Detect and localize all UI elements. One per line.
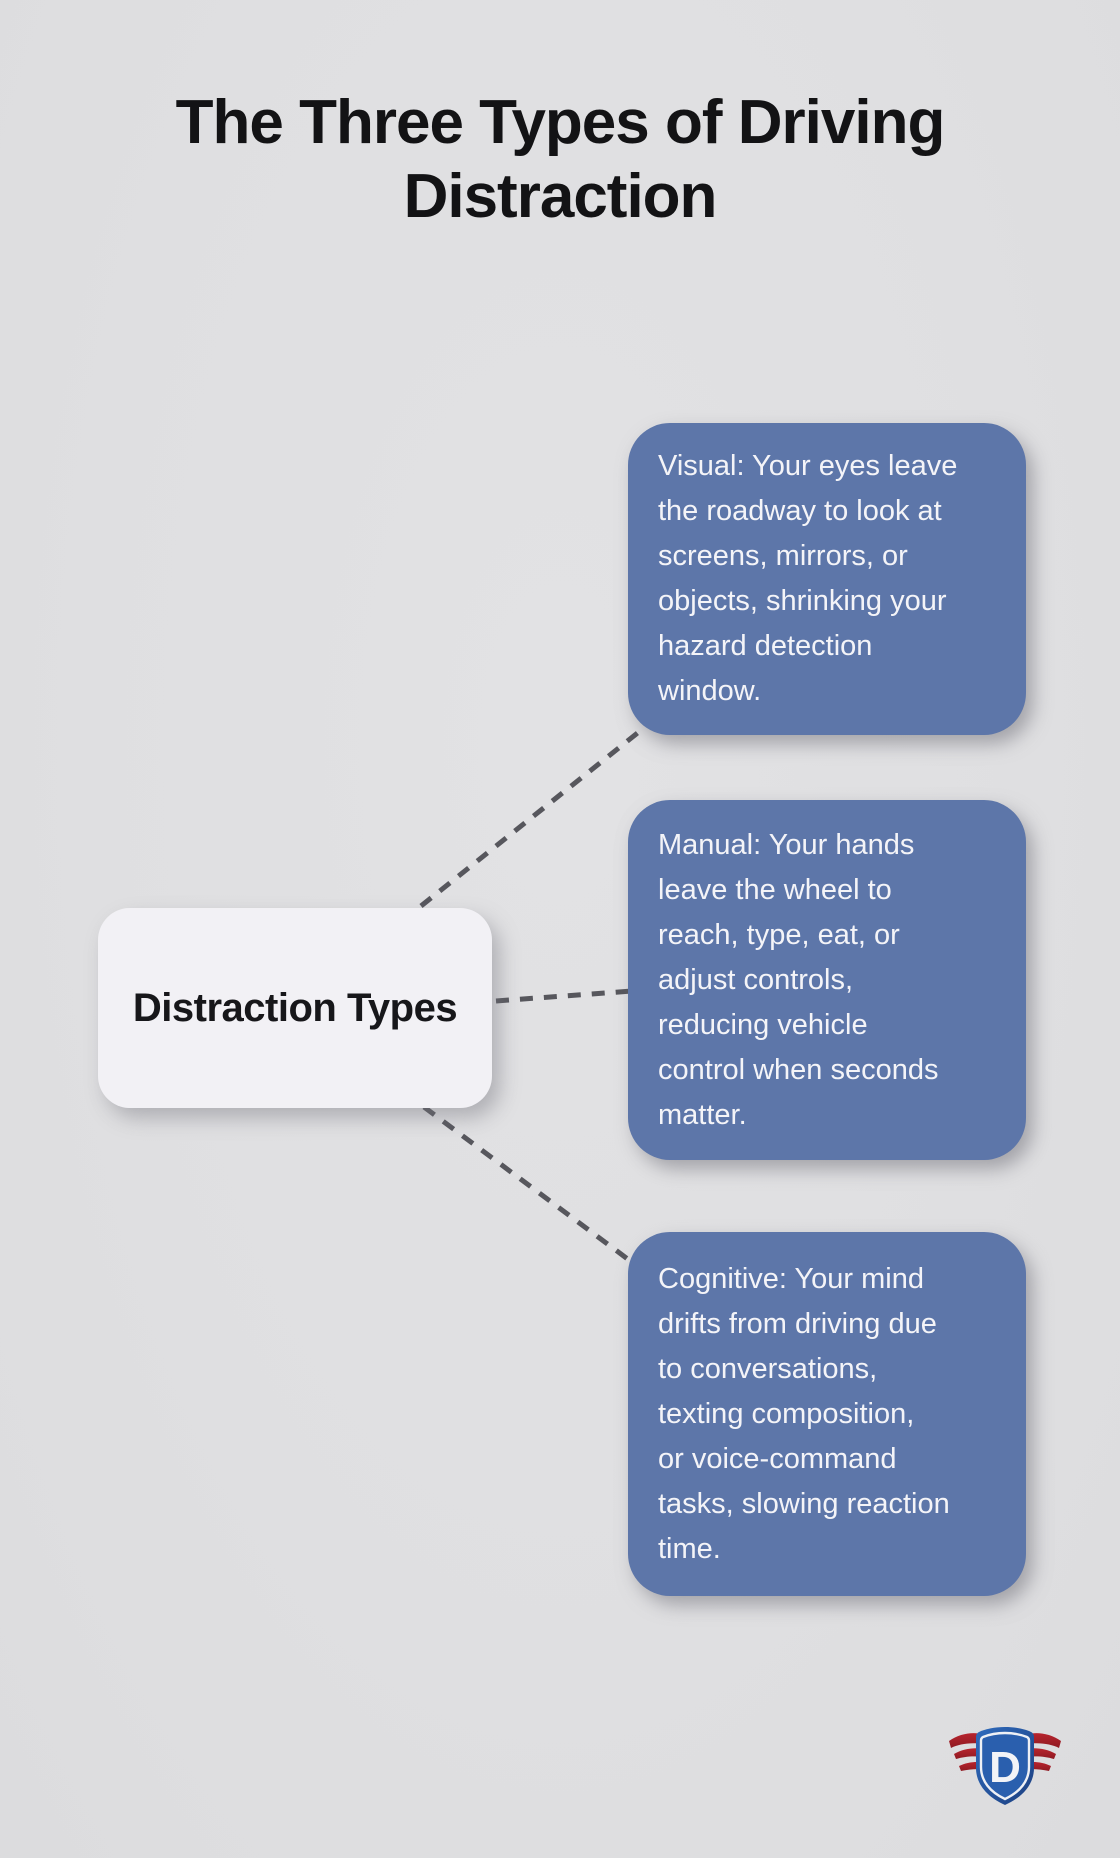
distraction-card-manual: Manual: Your hands leave the wheel to re… <box>628 800 1026 1160</box>
distraction-card-visual-text: Visual: Your eyes leave the roadway to l… <box>658 450 958 707</box>
distraction-card-manual-text: Manual: Your hands leave the wheel to re… <box>658 828 939 1131</box>
distraction-card-cognitive-text: Cognitive: Your mind drifts from driving… <box>658 1262 950 1565</box>
distraction-card-cognitive: Cognitive: Your mind drifts from driving… <box>628 1232 1026 1596</box>
logo-shield-icon: D <box>976 1727 1034 1805</box>
connector-line-manual <box>495 988 633 1004</box>
center-node-label: Distraction Types <box>132 985 458 1030</box>
distraction-card-visual: Visual: Your eyes leave the roadway to l… <box>628 423 1026 735</box>
connector-line-visual <box>419 729 642 908</box>
connector-line-cognitive <box>422 1104 635 1266</box>
logo-letter: D <box>989 1743 1021 1792</box>
center-node: Distraction Types <box>98 908 492 1108</box>
page-title: The Three Types of Driving Distraction <box>175 88 946 231</box>
brand-logo: D <box>949 1727 1061 1805</box>
